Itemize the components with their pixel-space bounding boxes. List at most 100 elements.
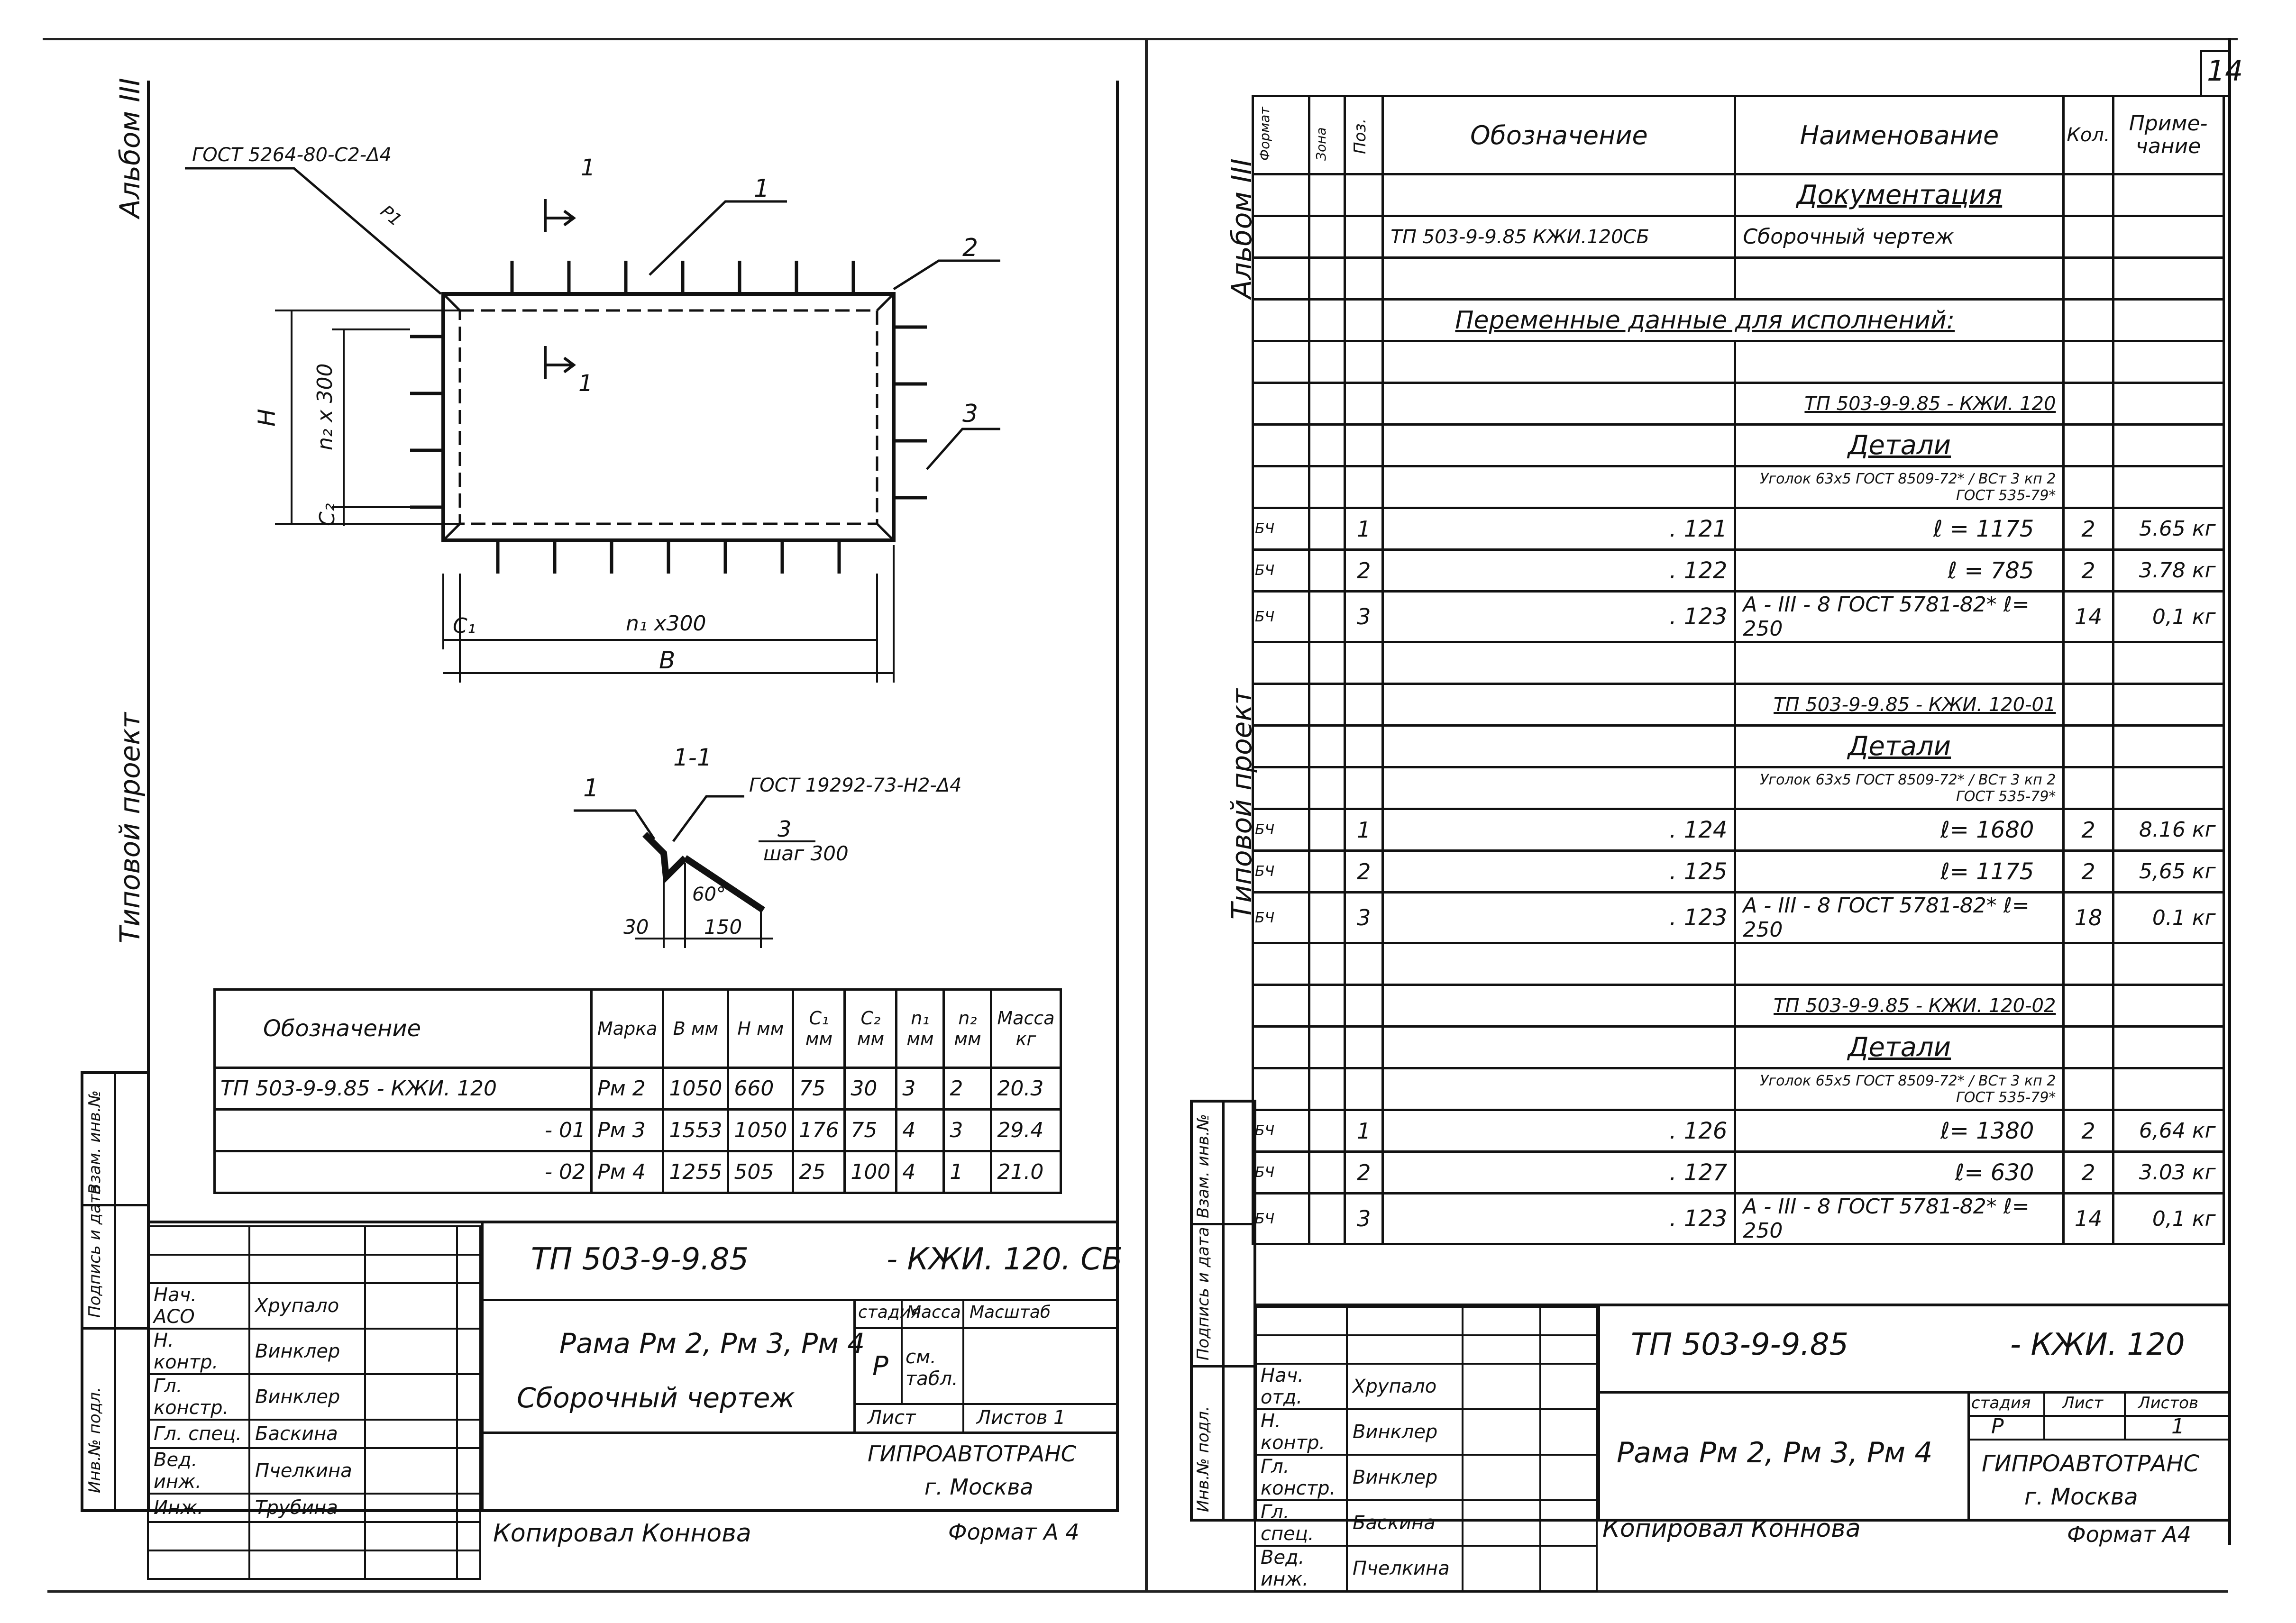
table-row [1252,256,2225,301]
table-row: Н. контр.Винклер [1254,1408,1598,1456]
var-header-mark: Марка [590,988,665,1069]
right-stamp-signature: Подпись и дата [1194,1227,1213,1360]
table-row: Гл. спец.Баскина [1254,1499,1598,1547]
section-pos3: 3 [778,816,791,842]
dim-c1: C₁ [453,614,476,638]
right-roles-table: Нач. отд.Хрупало Н. контр.Винклер Гл. ко… [1254,1306,1598,1592]
var-header-H: H мм [727,988,795,1069]
left-album-label: Альбом III [114,78,146,218]
table-row: Гл. спец.Баскина [147,1419,481,1449]
weld-top-symbol: Р1 [376,201,405,230]
table-row: Детали [1252,423,2225,467]
spec-col-note: Приме-чание [2112,95,2225,175]
section-dim30: 30 [623,915,649,939]
frame-outer [441,292,896,542]
section-pos1: 1 [583,774,599,802]
variants-table: Обозначение Марка B мм H мм C₁ мм C₂ мм … [213,988,1062,1194]
table-row [1252,641,2225,685]
table-row: Гл. констр.Винклер [147,1373,481,1421]
table-row: Н. контр.Винклер [147,1328,481,1375]
spec-col-name: Наименование [1734,95,2065,175]
left-stamp-original: Инв.№ подл. [85,1387,104,1493]
left-doc-code-suffix: - КЖИ. 120. СБ [887,1242,1123,1277]
left-project-type: Типовой проект [114,712,146,943]
table-row: Вед. инж.Пчелкина [1254,1545,1598,1592]
weld-top-label: ГОСТ 5264-80-С2-Δ4 [192,144,392,166]
table-row: Вед. инж.Пчелкина [147,1447,481,1495]
left-stamp-replace: Взам. инв.№ [85,1090,104,1194]
dim-n1: n₁ x300 [626,611,706,636]
right-city: г. Москва [2024,1484,2138,1510]
var-header-designation: Обозначение [213,988,593,1069]
right-doc-code-suffix: - КЖИ. 120 [2010,1327,2185,1362]
var-header-mass: Масса кг [990,988,1062,1069]
table-row: ТП 503-9-9.85 - КЖИ. 120-01 [1252,683,2225,727]
section-step: шаг 300 [763,842,849,865]
section-mark-top: 1 [581,155,595,181]
left-mass-label: Масса [906,1303,961,1322]
table-row: Уголок 63х5 ГОСТ 8509-72* / ВСт 3 кп 2 Г… [1252,766,2225,810]
spec-col-designation: Обозначение [1381,95,1737,175]
spec-col-format: Формат [1252,95,1310,175]
spec-col-pos: Поз. [1344,95,1384,175]
table-row: Инж.Трубина [147,1493,481,1523]
var-header-c1: C₁ мм [792,988,846,1069]
right-title-name: Рама Рм 2, Рм 3, Рм 4 [1617,1436,1933,1469]
left-top-border [43,38,1157,40]
pos-1-label: 1 [754,174,769,203]
table-row: Гл. констр.Винклер [1254,1454,1598,1501]
var-header-n1: n₁ мм [895,988,945,1069]
left-doc-code: ТП 503-9-9.85 [531,1242,749,1277]
right-sheet-label: Лист [2062,1394,2104,1413]
table-row: ТП 503-9-9.85 - КЖИ. 120 Рм 2 1050 660 7… [213,1067,1062,1111]
table-row: Нач. отд.Хрупало [1254,1363,1598,1410]
section-dim150: 150 [704,915,742,939]
var-header-B: B мм [662,988,730,1069]
right-stage: Р [1991,1414,2004,1439]
table-row: - 01 Рм 3 1553 1050 176 75 4 3 29.4 [213,1108,1062,1152]
var-header-c2: C₂ мм [843,988,898,1069]
dim-H: H [253,409,281,427]
pos-2-label: 2 [962,234,978,262]
right-format: Формат А4 [2067,1522,2191,1547]
left-sheet-label: Лист [868,1407,916,1429]
right-stage-label: стадия [1971,1394,2031,1413]
frame-inner [458,309,878,525]
right-stamp-replace: Взам. инв.№ [1194,1113,1213,1218]
var-header-n2: n₂ мм [942,988,993,1069]
table-row: Детали [1252,1025,2225,1069]
bottom-border [47,1590,2228,1593]
table-row: Уголок 63х5 ГОСТ 8509-72* / ВСт 3 кп 2 Г… [1252,465,2225,509]
sheet-number: 14 [2207,55,2243,88]
right-sheets: 1 [2171,1414,2185,1439]
spec-col-zone: Зона [1308,95,1346,175]
left-title-name-2: Сборочный чертеж [517,1382,795,1414]
dim-B: B [659,647,675,674]
table-row: Уголок 65х5 ГОСТ 8509-72* / ВСт 3 кп 2 Г… [1252,1067,2225,1111]
spec-table: Формат Зона Поз. Обозначение Наименовани… [1252,95,2225,1245]
table-row: ТП 503-9-9.85 - КЖИ. 120 [1252,382,2225,426]
table-row: Документация [1252,173,2225,217]
section-mark-bottom: 1 [578,370,593,397]
spec-col-qty: Кол. [2062,95,2114,175]
left-stamp-signature: Подпись и дата [85,1184,104,1318]
dim-c2: C₂ [315,503,339,526]
right-sheets-label: Листов [2138,1394,2199,1413]
table-row [1252,340,2225,384]
left-scale-label: Масштаб [970,1303,1051,1322]
table-row: - 02 Рм 4 1255 505 25 100 4 1 21.0 [213,1150,1062,1194]
left-mass: см. табл. [906,1346,958,1390]
left-format: Формат А 4 [948,1519,1079,1545]
section-angle: 60° [692,884,726,905]
right-copied: Копировал Коннова [1602,1514,1861,1543]
